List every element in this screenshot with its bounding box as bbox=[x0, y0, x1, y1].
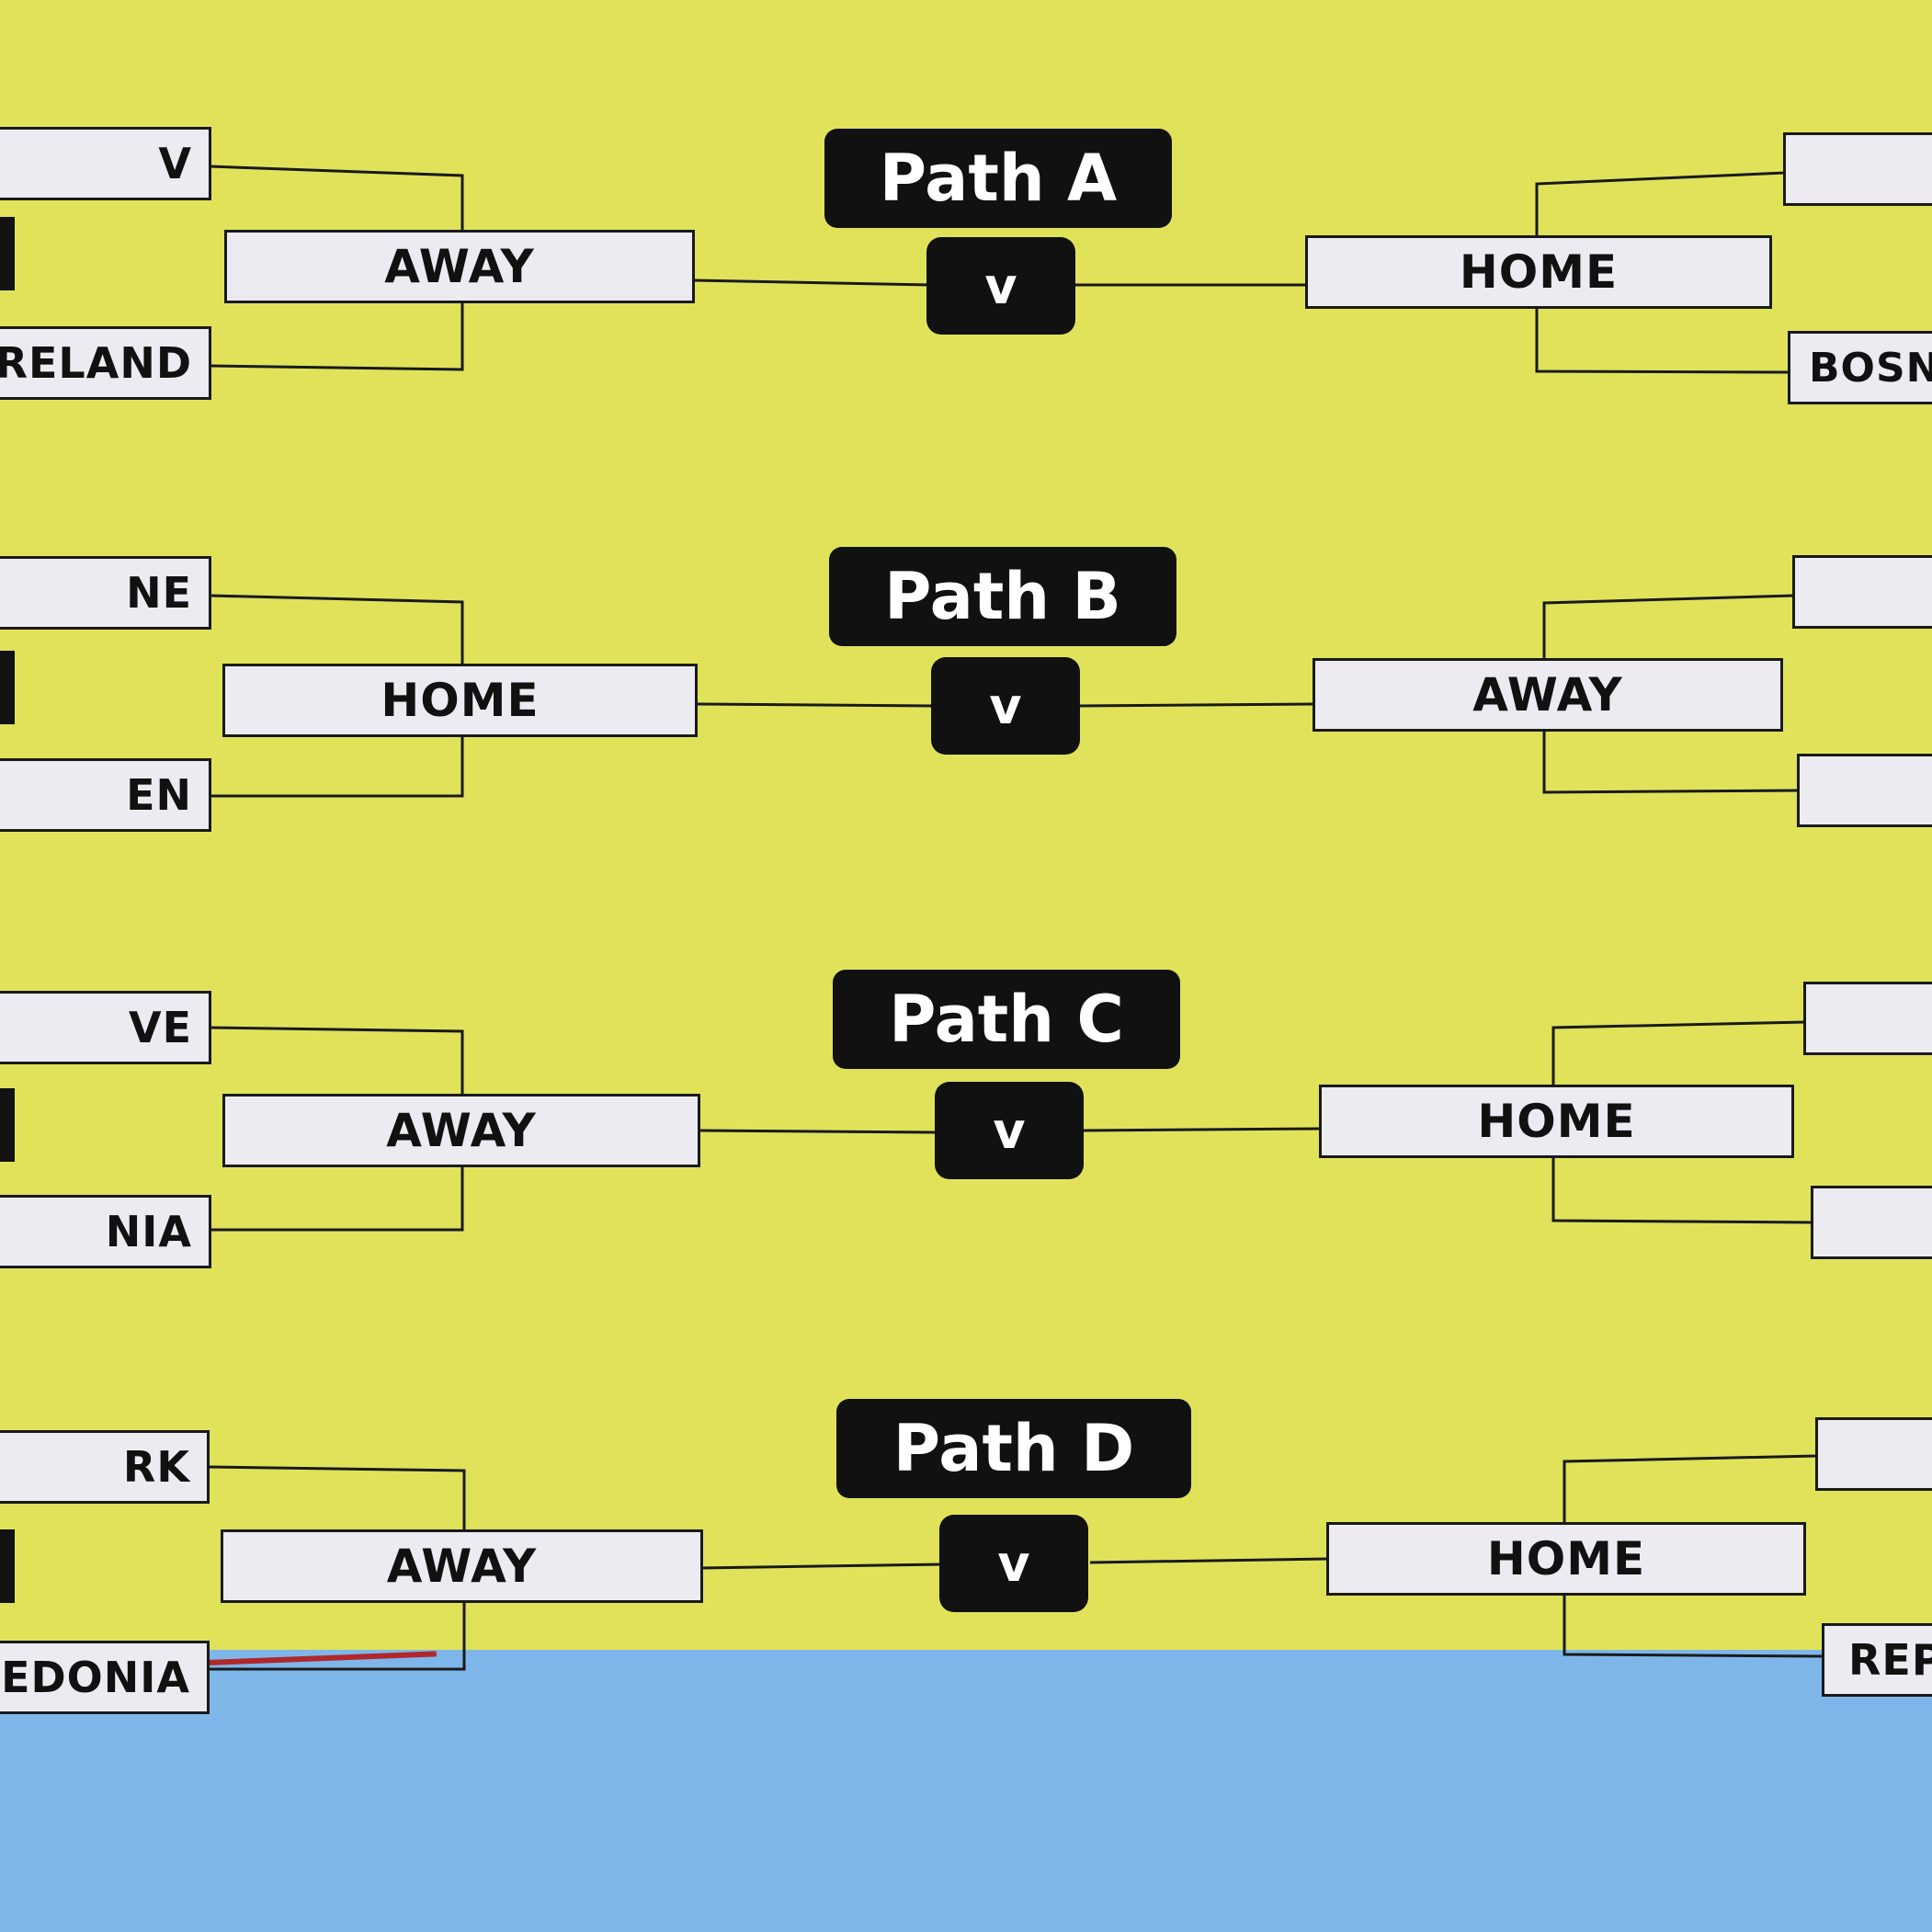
away-slot: AWAY bbox=[221, 1529, 703, 1603]
team-name: V bbox=[158, 139, 192, 188]
team-name: NIA bbox=[105, 1207, 192, 1256]
vs-badge: v bbox=[939, 1515, 1088, 1612]
team-box-right-bottom: BOSNIA bbox=[1788, 331, 1932, 404]
team-name: EN bbox=[126, 770, 192, 820]
team-name: RELAND bbox=[0, 338, 192, 388]
home-slot: HOME bbox=[1319, 1085, 1794, 1158]
away-slot: AWAY bbox=[222, 1094, 700, 1167]
team-box-right-top bbox=[1803, 982, 1932, 1055]
path-d-label: Path D bbox=[836, 1399, 1191, 1498]
black-mark bbox=[0, 651, 15, 724]
team-name: VE bbox=[128, 1003, 192, 1052]
team-name: NE bbox=[126, 568, 192, 618]
path-c-label: Path C bbox=[833, 970, 1180, 1069]
black-mark bbox=[0, 1529, 15, 1603]
home-slot: HOME bbox=[222, 664, 698, 737]
team-box-left-bottom: RELAND bbox=[0, 326, 211, 400]
team-box-left-bottom: EDONIA bbox=[0, 1641, 210, 1714]
bracket-line bbox=[1082, 1127, 1322, 1132]
team-box-left-top: VE bbox=[0, 991, 211, 1064]
bracket-line bbox=[697, 1129, 938, 1134]
bracket-line bbox=[693, 278, 931, 287]
vs-badge: v bbox=[926, 237, 1075, 335]
team-box-right-bottom bbox=[1811, 1186, 1932, 1259]
team-box-left-top: NE bbox=[0, 556, 211, 630]
home-slot: HOME bbox=[1305, 235, 1772, 309]
bracket-line bbox=[1089, 1557, 1329, 1564]
vs-badge: v bbox=[931, 657, 1080, 755]
team-name: REP bbox=[1848, 1635, 1932, 1685]
team-box-left-bottom: EN bbox=[0, 758, 211, 832]
black-mark bbox=[0, 217, 15, 290]
team-name: EDONIA bbox=[1, 1653, 190, 1702]
team-box-left-top: V bbox=[0, 127, 211, 200]
team-box-right-top bbox=[1815, 1417, 1932, 1491]
bracket-line bbox=[695, 702, 934, 708]
team-name: BOSNIA bbox=[1809, 344, 1932, 392]
team-box-left-bottom: NIA bbox=[0, 1195, 211, 1268]
team-box-right-bottom: REP bbox=[1822, 1623, 1932, 1697]
path-a-label: Path A bbox=[824, 129, 1172, 228]
team-box-right-top bbox=[1783, 132, 1932, 206]
home-slot: HOME bbox=[1326, 1522, 1806, 1596]
bracket-line bbox=[699, 1563, 941, 1570]
away-slot: AWAY bbox=[1313, 658, 1783, 732]
vs-badge: v bbox=[935, 1082, 1084, 1179]
team-box-left-top: RK bbox=[0, 1430, 210, 1504]
team-box-right-bottom bbox=[1797, 754, 1932, 827]
team-box-right-top bbox=[1792, 555, 1932, 629]
team-name: RK bbox=[122, 1442, 190, 1492]
path-b-label: Path B bbox=[829, 547, 1176, 646]
black-mark bbox=[0, 1088, 15, 1162]
blue-floor-area bbox=[0, 1650, 1932, 1932]
bracket-line bbox=[1076, 702, 1315, 708]
away-slot: AWAY bbox=[224, 230, 695, 303]
